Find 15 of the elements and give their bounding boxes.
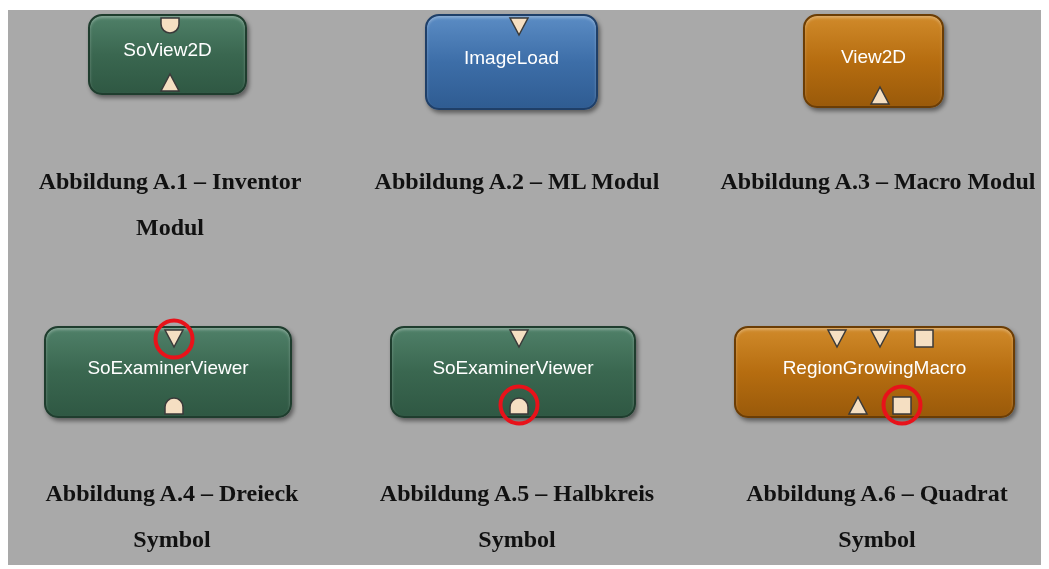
- module-box: [803, 14, 944, 108]
- figure-caption: Abbildung A.1 – Inventor Modul: [37, 167, 303, 242]
- figure-caption: Abbildung A.5 – Halbkreis Symbol: [378, 479, 656, 554]
- module-name: SoView2D: [123, 40, 212, 59]
- figure-caption: Abbildung A.4 – Dreieck Symbol: [44, 479, 300, 554]
- module-name: SoExaminerViewer: [87, 357, 249, 377]
- figure-caption: Abbildung A.3 – Macro Modul: [719, 167, 1037, 196]
- module-box: [425, 14, 598, 110]
- module-name: SoExaminerViewer: [432, 357, 594, 377]
- module-name: RegionGrowingMacro: [782, 357, 967, 377]
- module-name: View2D: [840, 46, 907, 66]
- module-name: ImageLoad: [463, 47, 560, 67]
- figure-caption: Abbildung A.6 – Quadrat Symbol: [745, 479, 1009, 554]
- figure-caption: Abbildung A.2 – ML Modul: [373, 167, 661, 196]
- module-box: [88, 14, 247, 95]
